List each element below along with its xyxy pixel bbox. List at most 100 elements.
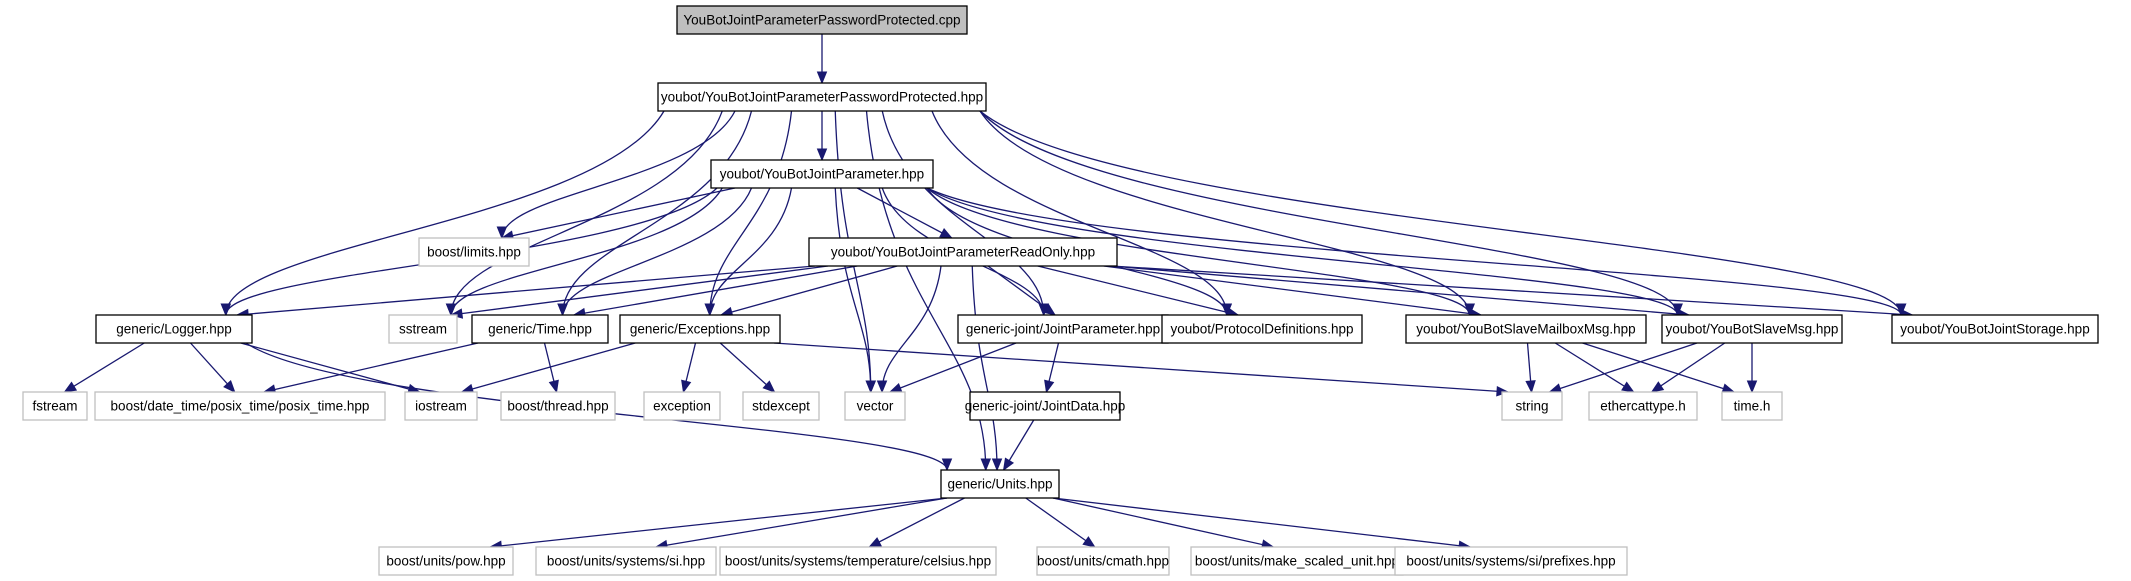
node-label: boost/thread.hpp [507, 399, 608, 414]
node-time[interactable]: generic/Time.hpp [471, 314, 609, 344]
node-label: boost/units/systems/si.hpp [547, 554, 705, 569]
node-label: boost/units/make_scaled_unit.hpp [1195, 554, 1399, 569]
node-label: generic/Logger.hpp [116, 322, 232, 337]
node-exceptions[interactable]: generic/Exceptions.hpp [619, 314, 781, 344]
node-box [471, 314, 609, 344]
node-storage[interactable]: youbot/YouBotJointStorage.hpp [1891, 314, 2099, 344]
node-label: ethercattype.h [1600, 399, 1686, 414]
edge-gjparam-to-jointdata [1044, 342, 1060, 394]
node-iostream: iostream [404, 391, 478, 421]
edge-jointdata-to-units [1002, 419, 1035, 472]
edge-jp-to-exceptions [704, 187, 793, 317]
node-sstream: sstream [388, 314, 458, 344]
edge-time-to-posix [262, 342, 479, 395]
edge-units-to-celsius [868, 497, 965, 548]
node-ro[interactable]: youbot/YouBotJointParameterReadOnly.hpp [808, 237, 1118, 267]
node-box [1190, 546, 1404, 576]
edge-jp-to-limits [500, 187, 736, 241]
node-label: boost/units/pow.hpp [386, 554, 505, 569]
node-label: stdexcept [752, 399, 810, 414]
node-box [1036, 546, 1170, 576]
edge-logger-to-fstream [63, 342, 145, 393]
edge-exceptions-to-stdexcept [719, 342, 776, 393]
node-box [619, 314, 781, 344]
node-posix: boost/date_time/posix_time/posix_time.hp… [94, 391, 386, 421]
node-jointdata[interactable]: generic-joint/JointData.hpp [965, 391, 1126, 421]
node-string: string [1501, 391, 1563, 421]
edge-ro-to-units [971, 265, 1003, 472]
node-box [844, 391, 906, 421]
node-label: fstream [32, 399, 77, 414]
node-box [1501, 391, 1563, 421]
node-box [676, 5, 968, 35]
node-label: youbot/YouBotJointParameterPasswordProte… [661, 90, 983, 105]
edge-units-to-prefixes [1052, 497, 1472, 551]
node-box [1891, 314, 2099, 344]
node-label: boost/units/systems/si/prefixes.hpp [1406, 554, 1615, 569]
node-mailbox[interactable]: youbot/YouBotSlaveMailboxMsg.hpp [1405, 314, 1647, 344]
node-label: generic/Exceptions.hpp [630, 322, 770, 337]
node-label: youbot/ProtocolDefinitions.hpp [1170, 322, 1353, 337]
edge-gjparam-to-vector [888, 342, 1017, 393]
node-protocol[interactable]: youbot/ProtocolDefinitions.hpp [1161, 314, 1363, 344]
node-box [719, 546, 997, 576]
node-label: youbot/YouBotJointParameter.hpp [720, 167, 924, 182]
node-box [95, 314, 253, 344]
node-vector: vector [844, 391, 906, 421]
node-gjparam[interactable]: generic-joint/JointParameter.hpp [957, 314, 1169, 344]
edge-jp-to-slavemsg [926, 187, 1683, 317]
node-label: generic/Time.hpp [488, 322, 592, 337]
node-logger[interactable]: generic/Logger.hpp [95, 314, 253, 344]
node-jp[interactable]: youbot/YouBotJointParameter.hpp [710, 159, 934, 189]
node-root[interactable]: YouBotJointParameterPasswordProtected.cp… [676, 5, 968, 35]
edge-jp-to-storage [926, 187, 1907, 317]
node-label: boost/units/cmath.hpp [1037, 554, 1169, 569]
edge-units-to-si [654, 497, 948, 551]
node-box [388, 314, 458, 344]
node-box [742, 391, 820, 421]
node-box [404, 391, 478, 421]
node-box [710, 159, 934, 189]
node-box [22, 391, 88, 421]
edge-exceptions-to-iostream [460, 342, 636, 394]
node-scaled: boost/units/make_scaled_unit.hpp [1190, 546, 1404, 576]
edge-logger-to-iostream [240, 342, 421, 395]
node-label: sstream [399, 322, 447, 337]
node-label: string [1515, 399, 1548, 414]
node-pow: boost/units/pow.hpp [378, 546, 514, 576]
node-stdexcept: stdexcept [742, 391, 820, 421]
node-si: boost/units/systems/si.hpp [535, 546, 717, 576]
node-box [1588, 391, 1698, 421]
node-label: generic-joint/JointParameter.hpp [966, 322, 1160, 337]
node-fstream: fstream [22, 391, 88, 421]
node-box [378, 546, 514, 576]
node-box [1661, 314, 1843, 344]
node-label: youbot/YouBotSlaveMsg.hpp [1666, 322, 1839, 337]
node-label: generic/Units.hpp [947, 477, 1052, 492]
node-box [969, 391, 1121, 421]
node-box [657, 82, 987, 112]
node-prefixes: boost/units/systems/si/prefixes.hpp [1394, 546, 1628, 576]
node-hpp[interactable]: youbot/YouBotJointParameterPasswordProte… [657, 82, 987, 112]
node-box [94, 391, 386, 421]
edge-ro-to-exceptions [719, 265, 898, 317]
node-box [1161, 314, 1363, 344]
node-box [1394, 546, 1628, 576]
edge-hpp-to-mailbox [979, 110, 1475, 317]
node-label: exception [653, 399, 711, 414]
node-units[interactable]: generic/Units.hpp [940, 469, 1060, 499]
node-box [957, 314, 1169, 344]
node-label: youbot/YouBotJointStorage.hpp [1900, 322, 2089, 337]
node-label: vector [857, 399, 894, 414]
edge-hpp-to-sstream [445, 110, 723, 317]
node-label: youbot/YouBotJointParameterReadOnly.hpp [831, 245, 1095, 260]
node-label: boost/limits.hpp [427, 245, 521, 260]
edge-slavemsg-to-ethercat [1650, 342, 1726, 393]
node-box [535, 546, 717, 576]
edge-logger-to-units [245, 342, 953, 472]
node-slavemsg[interactable]: youbot/YouBotSlaveMsg.hpp [1661, 314, 1843, 344]
edge-jp-to-sstream [445, 187, 723, 317]
edge-slavemsg-to-timeh [1746, 343, 1758, 394]
node-label: generic-joint/JointData.hpp [965, 399, 1126, 414]
node-timeh: time.h [1721, 391, 1783, 421]
